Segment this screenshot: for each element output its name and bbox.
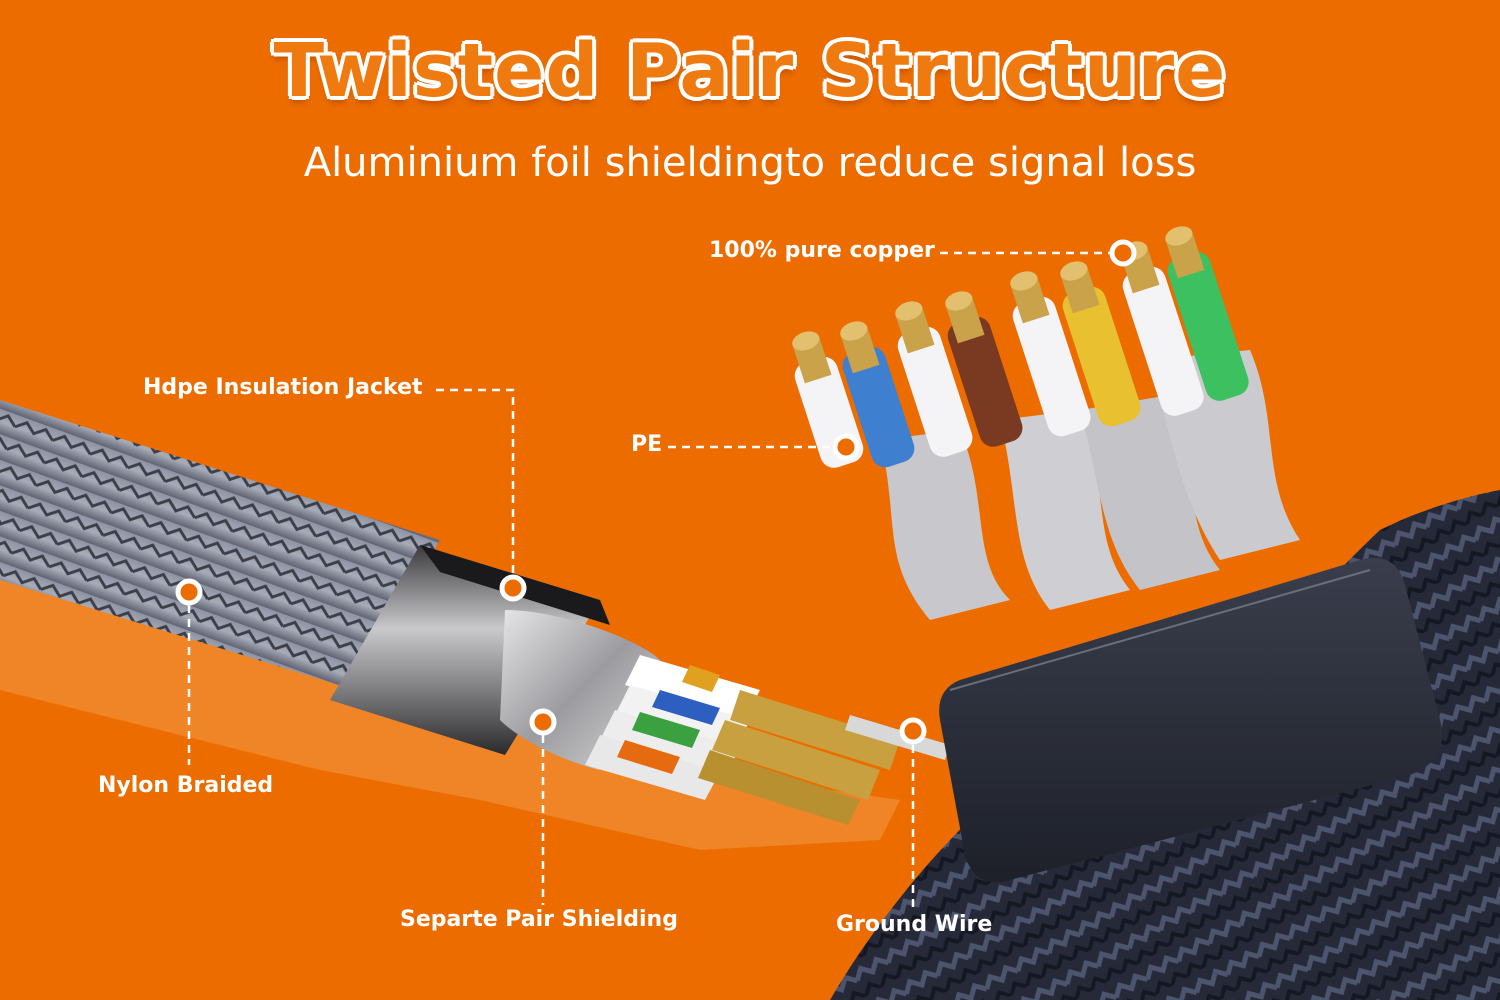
label-nylon-braided: Nylon Braided xyxy=(98,773,274,798)
label-hdpe-jacket: Hdpe Insulation Jacket xyxy=(143,375,423,400)
label-pe: PE xyxy=(631,432,663,457)
callout-dot-shielding xyxy=(529,708,557,736)
page-subtitle: Aluminium foil shieldingto reduce signal… xyxy=(303,140,1197,186)
page-title: Twisted Pair Structure xyxy=(272,27,1227,116)
label-ground-wire: Ground Wire xyxy=(836,912,993,937)
callout-dot-nylon xyxy=(175,578,203,606)
callout-dot-ground xyxy=(899,717,927,745)
left-cable xyxy=(0,400,950,825)
callout-dot-pe xyxy=(832,433,860,461)
exposed-wires-left xyxy=(585,655,950,825)
callout-dot-copper xyxy=(1109,239,1137,267)
wire-organizer-block xyxy=(939,557,1442,883)
wire-ends xyxy=(792,226,1249,468)
callout-dot-jacket xyxy=(499,574,527,602)
label-pair-shielding: Separte Pair Shielding xyxy=(400,907,678,932)
callout-lines xyxy=(187,251,1110,910)
label-copper: 100% pure copper xyxy=(709,238,935,263)
